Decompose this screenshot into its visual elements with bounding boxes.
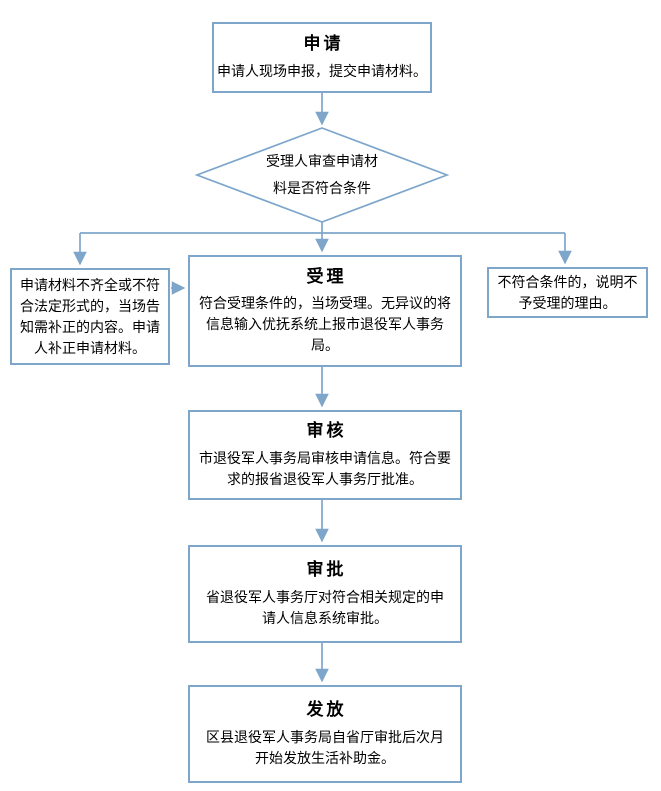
node-apply-body: 申请人现场申报，提交申请材料。 <box>217 62 427 79</box>
node-supplement-body: 申请材料不齐全或不符 合法定形式的，当场告 知需补正的内容。申请 人补正申请材料… <box>20 276 160 356</box>
node-apply-title: 申请 <box>303 34 344 54</box>
node-apply: 申请 申请人现场申报，提交申请材料。 <box>212 22 432 93</box>
node-approve-title: 审批 <box>306 560 347 580</box>
node-examine-body: 市退役军人事务局审核申请信息。符合要 求的报省退役军人事务厅批准。 <box>199 449 451 487</box>
node-grant-body: 区县退役军人事务局自省厅审批后次月 开始发放生活补助金。 <box>206 728 444 766</box>
node-supplement: 申请材料不齐全或不符 合法定形式的，当场告 知需补正的内容。申请 人补正申请材料… <box>10 268 170 365</box>
node-reject: 不符合条件的，说明不 予受理的理由。 <box>487 267 648 318</box>
node-approve: 审批 省退役军人事务厅对符合相关规定的申 请人信息系统审批。 <box>188 545 462 643</box>
node-grant-title: 发放 <box>306 700 347 720</box>
node-accept-body: 符合受理条件的，当场受理。无异议的将 信息输入优抚系统上报市退役军人事务 局。 <box>199 295 451 354</box>
node-examine-title: 审核 <box>306 421 347 441</box>
node-accept-title: 受理 <box>306 266 347 286</box>
node-examine: 审核 市退役军人事务局审核申请信息。符合要 求的报省退役军人事务厅批准。 <box>188 410 462 500</box>
node-approve-body: 省退役军人事务厅对符合相关规定的申 请人信息系统审批。 <box>206 588 444 626</box>
node-grant: 发放 区县退役军人事务局自省厅审批后次月 开始发放生活补助金。 <box>188 685 462 783</box>
node-review-text: 受理人审查申请材 料是否符合条件 <box>266 152 378 196</box>
decision-diamond-shape <box>194 127 450 223</box>
node-reject-body: 不符合条件的，说明不 予受理的理由。 <box>497 273 638 311</box>
node-accept: 受理 符合受理条件的，当场受理。无异议的将 信息输入优抚系统上报市退役军人事务 … <box>188 255 462 367</box>
